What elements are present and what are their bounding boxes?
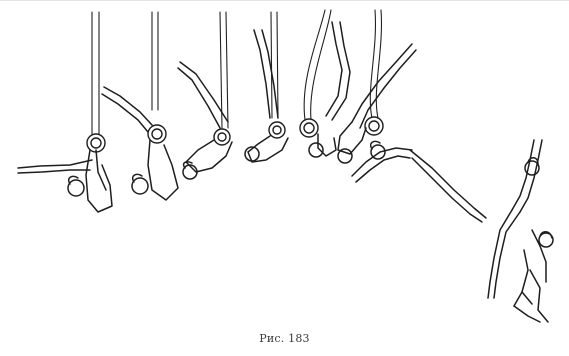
gymnast-figure-2 bbox=[102, 87, 178, 200]
gymnast-figure-3 bbox=[178, 62, 232, 179]
gymnast-figure-4 bbox=[245, 30, 288, 162]
gymnast-figure-7 bbox=[352, 141, 486, 222]
ring-straps bbox=[92, 10, 381, 134]
gymnast-figure-9 bbox=[514, 230, 553, 322]
gymnast-figure-1 bbox=[18, 134, 112, 212]
figure-caption: Рис. 183 bbox=[0, 332, 569, 345]
gymnast-figure-5 bbox=[300, 22, 350, 157]
gymnast-figure-8 bbox=[488, 140, 542, 298]
